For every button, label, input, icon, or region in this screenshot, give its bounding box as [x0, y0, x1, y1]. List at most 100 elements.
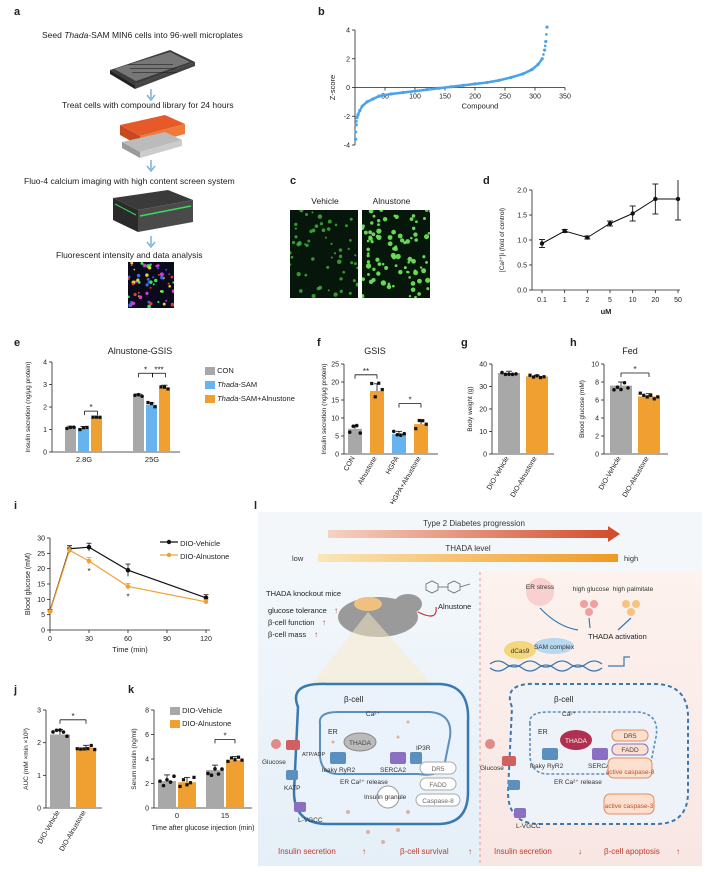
data-point: [358, 108, 362, 113]
cell-dot: [410, 281, 416, 286]
y-tick-label: 10: [37, 597, 45, 604]
cell-dot: [366, 247, 370, 252]
legend-item-alnustone: DIO-Alnustone: [170, 717, 231, 730]
cell-dot: [342, 270, 346, 274]
y-tick-label: 30: [479, 384, 487, 391]
cell-dot: [149, 286, 152, 289]
data-point: [213, 767, 217, 771]
legend-swatch-orange: [205, 395, 215, 404]
data-point: [153, 405, 157, 409]
cell-dot: [376, 219, 381, 223]
cell-dot: [333, 292, 338, 297]
panel-label-a: a: [14, 6, 21, 18]
y-tick-label: 20: [331, 380, 339, 387]
data-point: [424, 88, 428, 92]
down-arrow-icon: ↓: [578, 847, 582, 856]
cell-dot: [405, 239, 411, 244]
y-tick-label: 10: [591, 362, 599, 369]
high-glucose-label: high glucose: [573, 586, 610, 593]
cell-dot: [371, 232, 376, 237]
cell-dot: [167, 282, 170, 285]
low-label: low: [292, 554, 304, 563]
data-point: [417, 418, 421, 423]
legend-item-sam-alnustone: Thada-SAM+Alnustone: [205, 392, 295, 406]
y-tick-label: 10: [331, 416, 339, 423]
cell-dot: [305, 213, 309, 216]
data-point: [484, 81, 488, 84]
data-point: [531, 375, 536, 379]
cell-dot: [414, 238, 418, 242]
left-fadd: [419, 777, 457, 791]
data-point: [67, 547, 72, 553]
data-point: [172, 774, 176, 778]
cell-dot: [147, 281, 150, 284]
alnustone-label: Alnustone: [438, 602, 471, 611]
panel-a-step4: Fluorescent intensity and data analysis: [56, 250, 203, 260]
data-point: [535, 374, 539, 378]
data-point: [539, 58, 543, 62]
data-point: [140, 394, 144, 398]
cell-dot: [159, 272, 164, 277]
y-tick-label: 1.0: [517, 238, 527, 245]
x-tick-label: DIO-Alnustone: [622, 455, 651, 498]
panel-a-step2: Treat cells with compound library for 24…: [62, 100, 234, 110]
data-point: [543, 44, 547, 48]
data-point: [351, 424, 356, 429]
fluorescent-image: [128, 262, 174, 308]
cell-dot: [172, 281, 174, 284]
bar: [65, 427, 76, 452]
cell-dot: [370, 221, 374, 225]
data-point: [85, 425, 89, 430]
cell-dot: [395, 253, 401, 260]
cell-dot: [334, 223, 338, 227]
left-casp8-label: Caspase-8: [422, 798, 454, 805]
y-tick-label: 1.5: [517, 213, 527, 220]
cell-dot: [290, 255, 294, 259]
granule-label: Insulin granule: [364, 794, 407, 801]
cell-dot: [393, 214, 397, 218]
data-point: [61, 730, 66, 734]
molecule-icon: [425, 580, 471, 594]
cell-dot: [155, 264, 158, 268]
legend-swatch-blue: [205, 381, 215, 390]
y-tick-label: 4: [595, 416, 599, 423]
panel-label-f: f: [317, 337, 321, 349]
x-tick-label: 50: [381, 94, 389, 101]
right-thada: [560, 730, 592, 750]
high-palmitate-label: high palmitate: [613, 586, 654, 593]
cell-dot: [309, 229, 313, 234]
cell-dot: [316, 286, 321, 291]
bar: [178, 782, 196, 808]
data-point: [159, 385, 163, 389]
panel-label-h: h: [570, 337, 577, 349]
cell-dot: [375, 257, 380, 262]
granule-dots: [331, 720, 410, 844]
cell-dot: [137, 280, 141, 284]
right-thada-label: THADA: [565, 738, 588, 745]
cell-dot: [165, 268, 168, 271]
x-tick-label: 1: [563, 297, 567, 304]
palmitate-cluster-icon: [622, 600, 640, 616]
lvgcc-icon: [514, 808, 526, 818]
cell-dot: [171, 289, 174, 294]
left-katp-label: KATP: [284, 785, 301, 792]
cell-dot: [384, 265, 389, 270]
x-tick-label: HGPA: [385, 455, 401, 476]
y-axis-label: Insulin secretion (ng/μg protein): [321, 363, 328, 454]
panel-c-alnustone-label: Alnustone: [372, 196, 411, 206]
cell-dot: [349, 238, 352, 242]
data-point: [347, 430, 352, 434]
y-tick-label: -2: [344, 114, 350, 121]
data-point: [47, 609, 53, 614]
panel-label-j: j: [14, 684, 18, 696]
x-tick-label: 60: [124, 636, 132, 643]
bar: [91, 417, 102, 452]
cell-dot: [379, 210, 384, 212]
cell-dot: [365, 263, 372, 269]
significance-label: *: [89, 403, 92, 412]
data-point: [161, 783, 166, 788]
cell-dot: [376, 234, 382, 241]
data-point: [58, 728, 62, 732]
x-axis-label: Compound: [462, 102, 499, 111]
